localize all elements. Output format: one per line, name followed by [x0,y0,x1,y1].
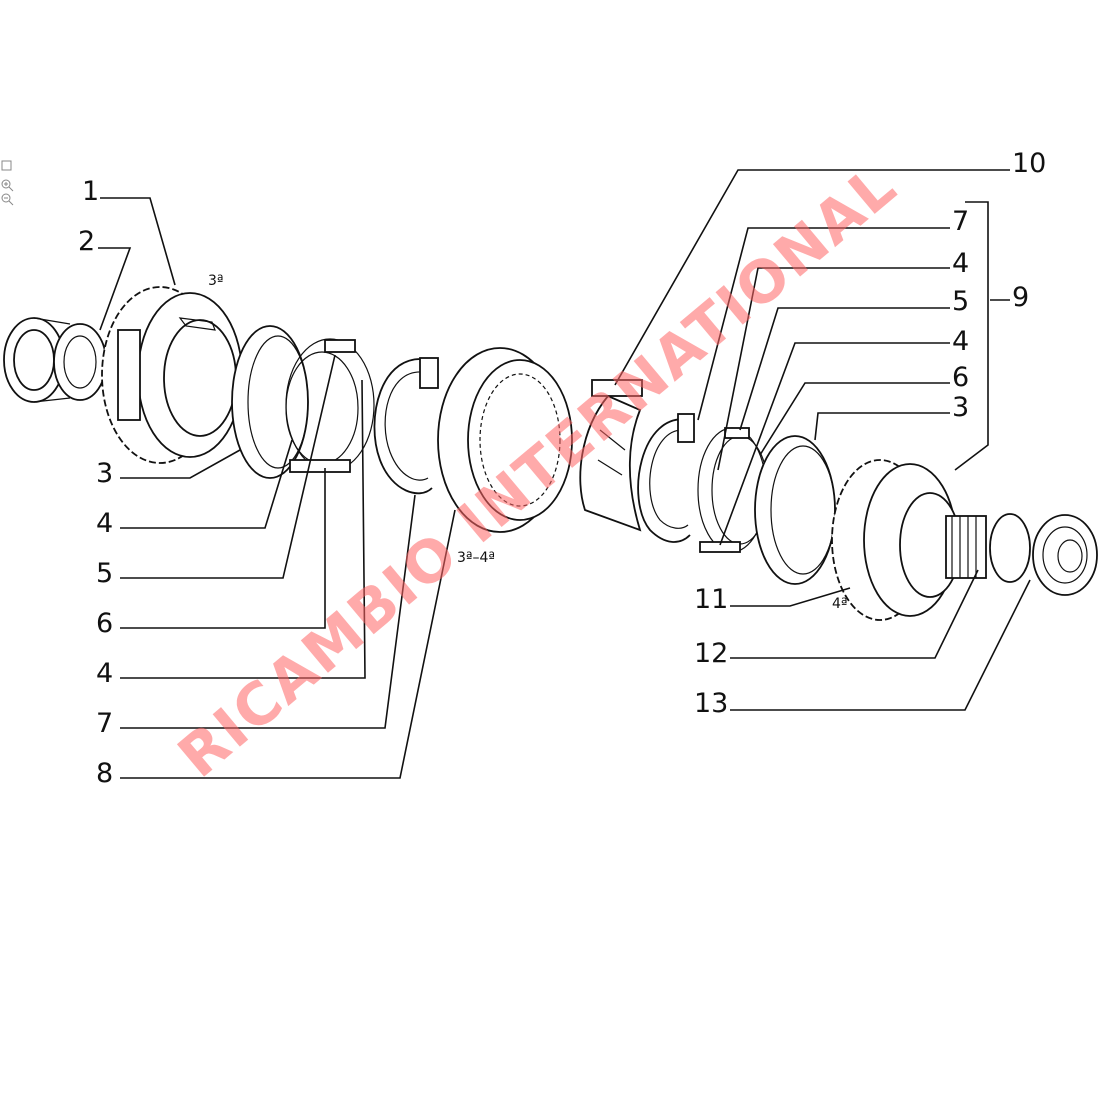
callout-8: 8 [96,758,113,789]
gear-labels: 3ª 3ª–4ª 4ª [208,273,848,612]
fit-icon[interactable] [1,160,12,171]
callout-13: 13 [694,688,728,719]
callout-5-left: 5 [96,558,113,589]
gear-label-fourth: 4ª [832,596,848,612]
viewer-tools [1,160,14,206]
part-third-gear [101,286,243,464]
part-ball-bearing [1032,514,1098,596]
callout-7-right: 7 [952,206,969,237]
callout-11: 11 [694,584,728,615]
part-needle-bearing [945,513,1031,583]
zoom-in-icon[interactable] [1,179,14,192]
callout-6-right: 6 [952,362,969,393]
callout-4-left-a: 4 [96,508,113,539]
part-fourth-gear [831,459,961,621]
gear-label-third: 3ª [208,273,224,289]
part-sliding-sleeve [437,347,573,533]
callout-6-left: 6 [96,608,113,639]
callout-3-right: 3 [952,392,969,423]
part-selector-fork [579,379,643,532]
callout-numbers: 1 2 3 4 5 6 4 7 8 10 7 4 5 4 6 3 9 11 12… [78,148,1046,789]
callout-10: 10 [1012,148,1046,179]
part-synchro-ring-right [754,435,836,585]
callout-9: 9 [1012,282,1029,313]
callout-4-right-a: 4 [952,248,969,279]
callout-1: 1 [82,176,99,207]
gear-label-third-fourth: 3ª–4ª [457,550,495,566]
part-bushing [3,317,107,403]
callout-4-left-b: 4 [96,658,113,689]
callout-2: 2 [78,226,95,257]
part-synchro-ring-left [231,325,309,479]
callout-4-right-b: 4 [952,326,969,357]
part-circlip-right [637,413,695,543]
callout-12: 12 [694,638,728,669]
callout-7-left: 7 [96,708,113,739]
zoom-out-icon[interactable] [1,193,14,206]
part-circlip-left [373,357,439,495]
part-spring-assembly-left [285,338,375,473]
leader-lines [98,169,1031,779]
callout-5-right: 5 [952,286,969,317]
callout-3-left: 3 [96,458,113,489]
